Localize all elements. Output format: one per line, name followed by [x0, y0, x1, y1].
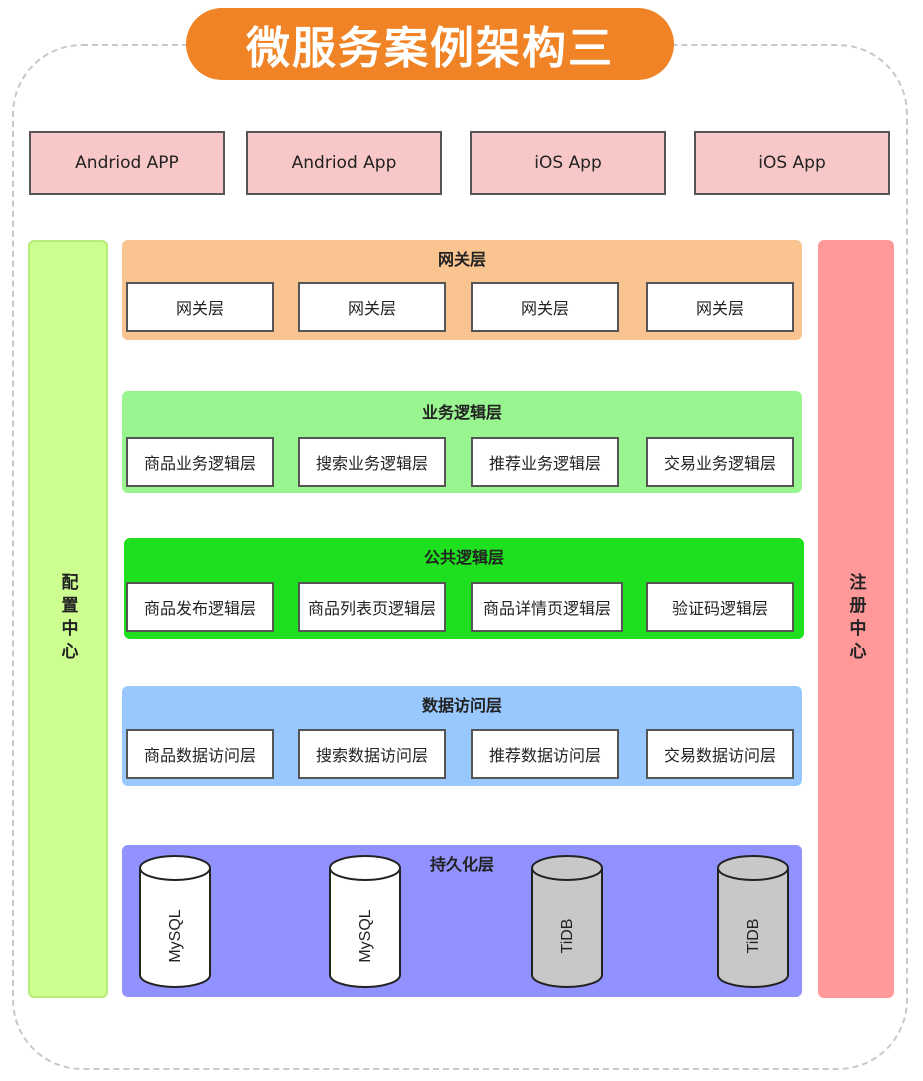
data-access-item-1: 商品数据访问层	[126, 729, 274, 779]
registry-center-label: 注册中心	[845, 573, 866, 665]
business-layer: 业务逻辑层 商品业务逻辑层 搜索业务逻辑层 推荐业务逻辑层 交易业务逻辑层	[122, 391, 802, 493]
data-access-layer-title: 数据访问层	[421, 696, 502, 715]
gateway-item-2: 网关层	[298, 282, 446, 332]
gateway-item-3: 网关层	[471, 282, 619, 332]
persistence-layer: 持久化层	[122, 845, 802, 997]
common-item-3: 商品详情页逻辑层	[471, 582, 623, 632]
data-access-layer: 数据访问层 商品数据访问层 搜索数据访问层 推荐数据访问层 交易数据访问层	[122, 686, 802, 786]
gateway-item-1: 网关层	[126, 282, 274, 332]
registry-center: 注册中心	[818, 240, 894, 998]
app-box-4: iOS App	[694, 131, 890, 195]
config-center: 配置中心	[28, 240, 108, 998]
persistence-layer-title: 持久化层	[429, 855, 494, 874]
business-item-4: 交易业务逻辑层	[646, 437, 794, 487]
business-layer-title: 业务逻辑层	[421, 403, 502, 422]
data-access-item-3: 推荐数据访问层	[471, 729, 619, 779]
gateway-layer: 网关层 网关层 网关层 网关层 网关层	[122, 240, 802, 340]
common-item-1: 商品发布逻辑层	[126, 582, 274, 632]
data-access-item-4: 交易数据访问层	[646, 729, 794, 779]
data-access-item-2: 搜索数据访问层	[298, 729, 446, 779]
common-layer: 公共逻辑层 商品发布逻辑层 商品列表页逻辑层 商品详情页逻辑层 验证码逻辑层	[124, 538, 804, 639]
business-item-3: 推荐业务逻辑层	[471, 437, 619, 487]
common-layer-title: 公共逻辑层	[423, 548, 504, 567]
gateway-layer-title: 网关层	[437, 250, 486, 269]
app-box-2: Andriod App	[246, 131, 442, 195]
common-item-2: 商品列表页逻辑层	[298, 582, 446, 632]
app-box-3: iOS App	[470, 131, 666, 195]
gateway-item-4: 网关层	[646, 282, 794, 332]
diagram-title: 微服务案例架构三	[186, 8, 674, 80]
app-box-1: Andriod APP	[29, 131, 225, 195]
business-item-2: 搜索业务逻辑层	[298, 437, 446, 487]
common-item-4: 验证码逻辑层	[646, 582, 794, 632]
config-center-label: 配置中心	[57, 573, 78, 665]
business-item-1: 商品业务逻辑层	[126, 437, 274, 487]
